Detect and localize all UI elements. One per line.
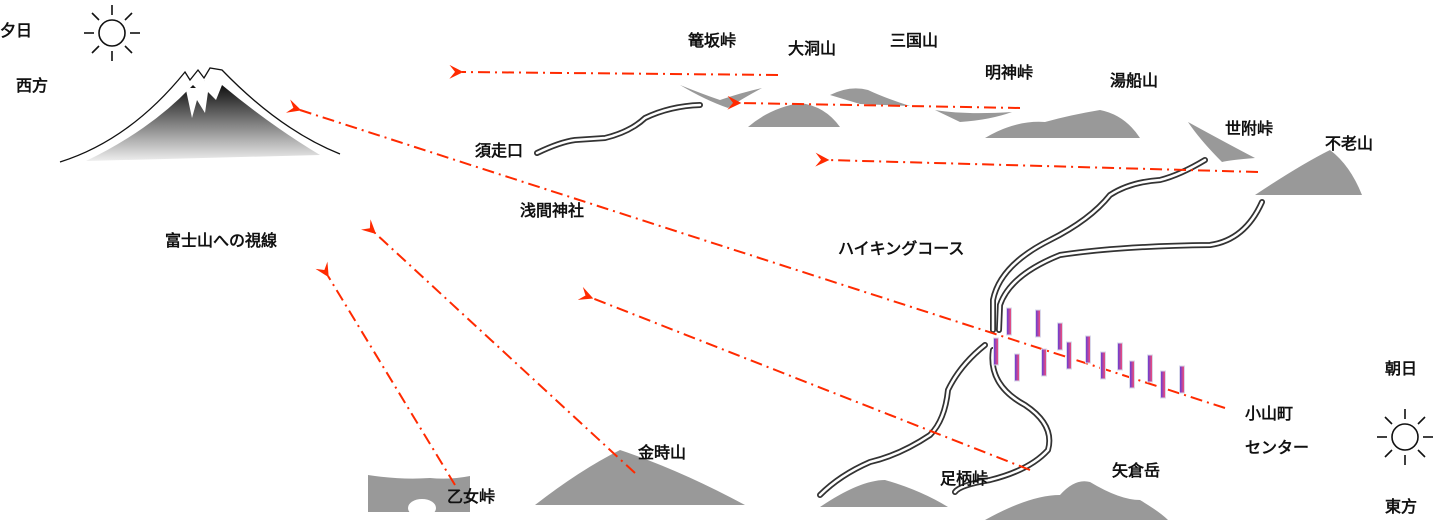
hiking-course-road bbox=[817, 157, 1265, 498]
label-toho: 東方 bbox=[1385, 497, 1417, 516]
mountain-furou bbox=[1255, 150, 1362, 195]
label-yubune: 湯船山 bbox=[1110, 71, 1158, 90]
pass-yozuku bbox=[1188, 122, 1255, 162]
label-myojin: 明神峠 bbox=[985, 63, 1033, 82]
pillar bbox=[1147, 354, 1153, 383]
mount-fuji-icon bbox=[59, 67, 341, 163]
label-oyama-1: 小山町 bbox=[1245, 404, 1293, 423]
label-yozuku: 世附峠 bbox=[1225, 119, 1273, 138]
label-oborayama: 大洞山 bbox=[788, 39, 836, 58]
label-otome: 乙女峠 bbox=[447, 487, 495, 506]
label-fuji-view: 富士山への視線 bbox=[165, 231, 277, 250]
pillar bbox=[1041, 348, 1047, 377]
label-seiho: 西方 bbox=[16, 76, 48, 95]
label-oyama-2: センター bbox=[1245, 438, 1309, 457]
pillar bbox=[1179, 365, 1185, 394]
oyama-center-pillars bbox=[993, 307, 1185, 399]
mountain-kintoki bbox=[535, 450, 745, 505]
label-yuhi: 夕日 bbox=[0, 21, 32, 40]
label-subashiri: 須走口 bbox=[474, 141, 523, 160]
sun-east-icon bbox=[1377, 409, 1433, 465]
pillar bbox=[1160, 370, 1166, 399]
mountain-oborayama bbox=[748, 103, 840, 127]
label-kagosaka: 篭坂峠 bbox=[687, 31, 736, 50]
sun-west-icon bbox=[84, 5, 140, 61]
pillar bbox=[1057, 322, 1063, 351]
pillar bbox=[993, 337, 999, 366]
pillar bbox=[1085, 335, 1091, 364]
label-kintoki: 金時山 bbox=[637, 443, 686, 462]
pass-kagosaka bbox=[680, 85, 762, 108]
sightline-arrow bbox=[727, 95, 1021, 110]
label-asahi: 朝日 bbox=[1385, 359, 1417, 378]
label-ashigara: 足柄峠 bbox=[940, 469, 988, 488]
sightline-arrow bbox=[577, 286, 1031, 471]
label-hiking: ハイキングコース bbox=[838, 239, 964, 258]
sightline-arrow bbox=[449, 64, 779, 79]
mountain-yagura bbox=[985, 481, 1168, 520]
pass-otome bbox=[368, 475, 470, 517]
mountain-ashigara bbox=[820, 480, 948, 507]
pillar bbox=[1035, 309, 1041, 338]
mountain-mikuniyama bbox=[830, 88, 910, 106]
pillar bbox=[1117, 342, 1123, 371]
pillar bbox=[1014, 353, 1020, 382]
label-mikuniyama: 三国山 bbox=[890, 31, 938, 50]
pillar bbox=[1006, 307, 1012, 336]
label-sengen: 浅間神社 bbox=[520, 201, 584, 220]
pillar bbox=[1100, 351, 1106, 380]
pillar bbox=[1066, 341, 1072, 370]
pillar bbox=[1129, 360, 1135, 389]
mountain-yubuneyama bbox=[985, 110, 1140, 138]
sightline-arrow bbox=[315, 261, 456, 486]
sightline-arrow bbox=[360, 219, 636, 474]
label-yagura: 矢倉岳 bbox=[1112, 461, 1160, 480]
pass-myojin bbox=[935, 110, 1012, 122]
label-furou: 不老山 bbox=[1325, 134, 1373, 153]
road-subashiri bbox=[534, 102, 703, 156]
